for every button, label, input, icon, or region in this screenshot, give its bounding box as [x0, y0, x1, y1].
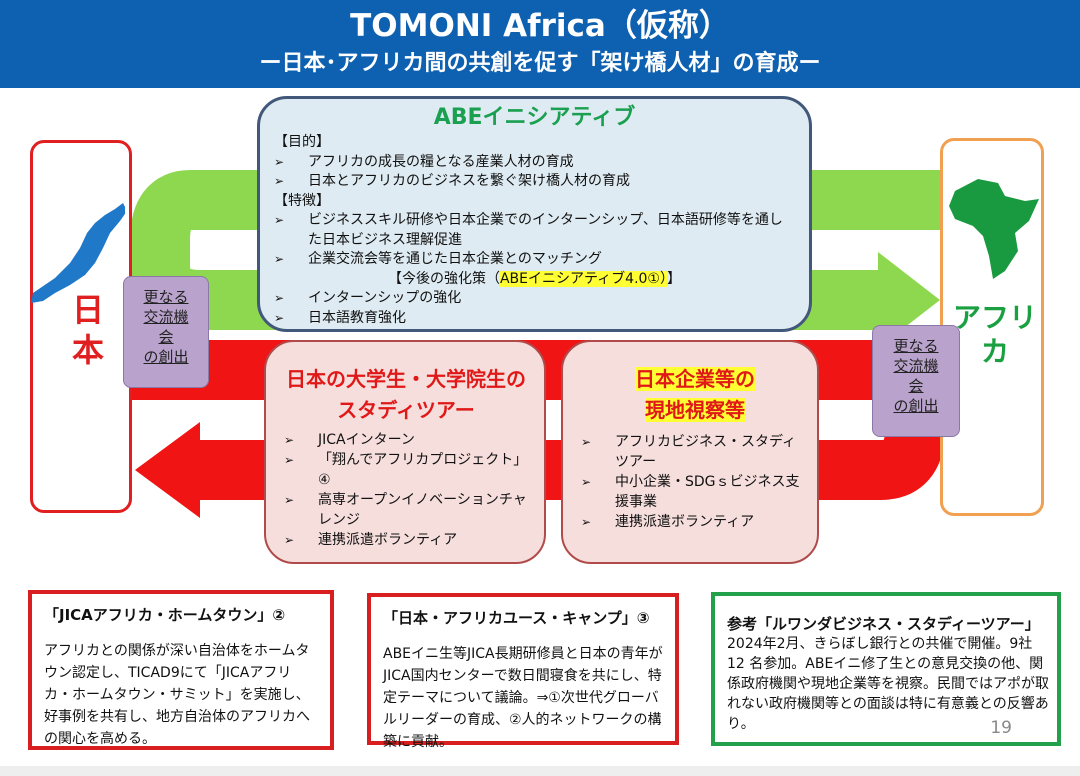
future-item: 日本語教育強化: [274, 309, 795, 329]
rwanda-tour-box: 参考「ルワンダビジネス・スタディーツアー」 2024年2月、きらぼし銀行との共催…: [711, 592, 1061, 746]
purpose-item: 日本とアフリカのビジネスを繋ぐ架け橋人材の育成: [274, 172, 795, 192]
exchange-line: 会: [908, 377, 924, 395]
student-study-tour-box: 日本の大学生・大学院生のスタディツアー JICAインターン 「翔んでアフリカプロ…: [264, 340, 546, 564]
company-item: 連携派遣ボランティア: [581, 512, 809, 532]
slide-header: TOMONI Africa（仮称） ー日本･アフリカ間の共創を促す「架け橋人材」…: [0, 0, 1080, 88]
exchange-line: 交流機: [893, 357, 939, 375]
company-item: アフリカビジネス・スタディツアー: [581, 432, 809, 472]
company-title-2: 現地視察等: [645, 398, 745, 422]
africa-map-icon: [949, 179, 1039, 279]
rwanda-title: 参考「ルワンダビジネス・スタディーツアー」: [727, 615, 1040, 633]
exchange-opportunity-left: 更なる 交流機 会 の創出: [123, 276, 209, 388]
youth-camp-box: 「日本・アフリカユース・キャンプ」③ ABEイニ生等JICA長期研修員と日本の青…: [367, 593, 679, 750]
africa-label: アフリカ: [953, 301, 1038, 368]
future-heading: 【今後の強化策（ABEイニシアティブ4.0①）】: [274, 270, 795, 290]
student-item: JICAインターン: [284, 430, 528, 450]
youth-title: 「日本・アフリカユース・キャンプ」③: [383, 609, 650, 627]
company-title-1: 日本企業等の: [635, 367, 755, 391]
red-arrowhead: [135, 422, 200, 518]
youth-body: ABEイニ生等JICA長期研修員と日本の青年がJICA国内センターで数日間寝食を…: [383, 646, 663, 750]
abe-title: ABEイニシアティブ: [433, 105, 636, 130]
hometown-body: アフリカとの関係が深い自治体をホームタウン認定し、TICAD9にて「JICAアフ…: [44, 643, 310, 747]
exchange-line: の創出: [143, 348, 189, 366]
hometown-title: 「JICAアフリカ・ホームタウン」②: [44, 606, 286, 624]
slide-title: TOMONI Africa（仮称）: [350, 8, 730, 44]
abe-initiative-box: ABEイニシアティブ 【目的】 アフリカの成長の糧となる産業人材の育成 日本とア…: [257, 96, 812, 332]
student-item: 連携派遣ボランティア: [284, 530, 528, 550]
future-pre: 【今後の強化策（: [387, 270, 500, 287]
japan-label: 日本: [67, 293, 105, 373]
slide-subtitle: ー日本･アフリカ間の共創を促す「架け橋人材」の育成ー: [259, 51, 821, 76]
japan-map-icon: [31, 203, 125, 303]
future-post: 】: [667, 270, 681, 287]
bottom-bar: [0, 766, 1080, 776]
company-item: 中小企業・SDGｓビジネス支援事業: [581, 472, 809, 512]
feature-item: ビジネススキル研修や日本企業でのインターンシップ、日本語研修等を通した日本ビジネ…: [274, 211, 795, 250]
student-item: 「翔んでアフリカプロジェクト」④: [284, 450, 528, 490]
exchange-line: 会: [158, 328, 174, 346]
future-highlight: ABEイニシアティブ4.0①）: [499, 270, 667, 287]
exchange-line: の創出: [893, 397, 939, 415]
hometown-box: 「JICAアフリカ・ホームタウン」② アフリカとの関係が深い自治体をホームタウン…: [28, 590, 334, 750]
green-arrowhead: [878, 252, 940, 348]
africa-box: アフリカ: [940, 138, 1044, 516]
japan-box: 日本: [30, 140, 132, 513]
student-title: 日本の大学生・大学院生のスタディツアー: [286, 367, 526, 422]
student-item: 高専オープンイノベーションチャレンジ: [284, 490, 528, 530]
exchange-line: 更なる: [893, 337, 939, 355]
feature-item: 企業交流会等を通じた日本企業とのマッチング: [274, 250, 795, 270]
exchange-opportunity-right: 更なる 交流機 会 の創出: [872, 325, 960, 437]
company-site-visit-box: 日本企業等の 現地視察等 アフリカビジネス・スタディツアー 中小企業・SDGｓビ…: [561, 340, 819, 564]
features-heading: 【特徴】: [274, 192, 330, 209]
future-item: インターンシップの強化: [274, 289, 795, 309]
purpose-heading: 【目的】: [274, 134, 330, 150]
purpose-item: アフリカの成長の糧となる産業人材の育成: [274, 153, 795, 173]
exchange-line: 交流機: [143, 308, 189, 326]
page-number: 19: [990, 718, 1012, 738]
rwanda-body: 2024年2月、きらぼし銀行との共催で開催。9社12 名参加。ABEイニ修了生と…: [727, 636, 1049, 732]
exchange-line: 更なる: [143, 288, 189, 306]
